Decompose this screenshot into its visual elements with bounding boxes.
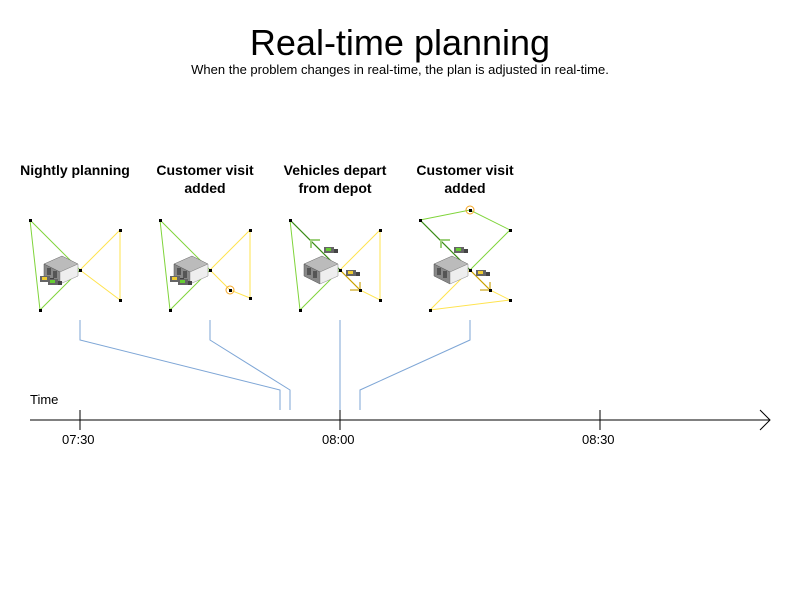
green-route (419, 209, 511, 271)
step-label-customer-visit-added: Customer visit added (156, 162, 254, 196)
tick-label: 08:00 (322, 432, 355, 447)
route-map-visit-added-2 (419, 205, 512, 312)
depot-icon (303, 255, 339, 285)
direction-arrow-icon (440, 239, 450, 248)
connector-line (79, 320, 281, 410)
route-map-visit-added (159, 219, 252, 312)
truck-icon (324, 247, 338, 253)
direction-arrow-icon (310, 239, 320, 248)
yellow-route (79, 228, 121, 301)
green-route (29, 219, 81, 312)
truck-icon (346, 270, 360, 276)
tick-label: 07:30 (62, 432, 95, 447)
new-visit-marker (465, 205, 475, 215)
page-title: Real-time planning (249, 22, 551, 63)
truck-icon (454, 247, 468, 253)
page-subtitle: When the problem changes in real-time, t… (191, 62, 609, 77)
truck-icon (476, 270, 490, 276)
route-map-nightly (29, 219, 122, 312)
route-map-vehicles-depart (289, 219, 382, 312)
step-label-vehicles-depart: Vehicles depart from depot (283, 162, 387, 196)
green-route (159, 219, 211, 312)
connector-line (359, 320, 471, 410)
step-label-nightly-planning: Nightly planning (20, 162, 130, 178)
depot-icon (433, 255, 469, 285)
tick-label: 08:30 (582, 432, 615, 447)
timeline-axis (30, 409, 771, 431)
new-visit-marker (225, 285, 235, 295)
connector-line (209, 320, 291, 410)
step-label-customer-visit-added-2: Customer visit added (416, 162, 514, 196)
timeline-axis-label: Time (30, 392, 59, 407)
yellow-route (209, 228, 251, 299)
